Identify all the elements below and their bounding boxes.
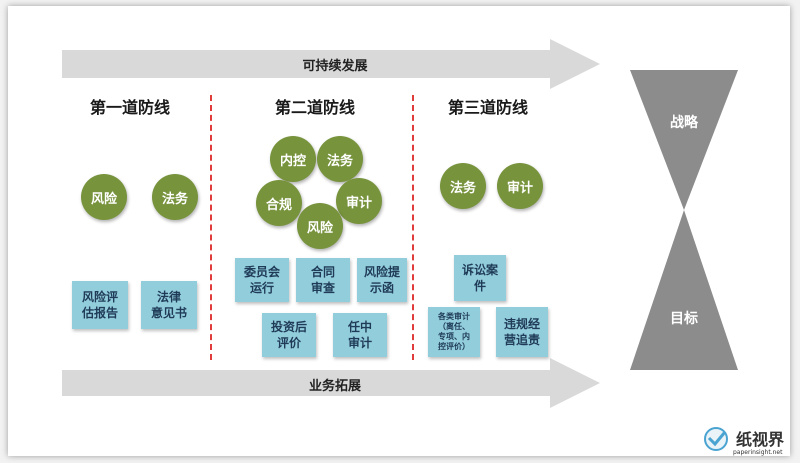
watermark-url: paperinsight.net	[733, 449, 783, 456]
top-arrow	[62, 39, 600, 89]
line-2-title: 第二道防线	[274, 98, 355, 117]
line-3-circle-audit: 审计	[497, 163, 543, 209]
hourglass-top	[630, 70, 738, 210]
line-2-circle-compliance: 合规	[256, 180, 302, 226]
line-1-circle-legal: 法务	[152, 174, 198, 220]
line-2-box-risk-notice: 风险提 示函	[357, 258, 407, 302]
bottom-arrow	[62, 358, 600, 408]
line-2-box-post-investment: 投资后 评价	[262, 313, 316, 357]
line-3-circle-legal: 法务	[440, 163, 486, 209]
line-3-box-litigation: 诉讼案 件	[454, 255, 506, 301]
line-1-box-risk-report: 风险评 估报告	[72, 281, 128, 329]
bottom-arrow-label: 业务拓展	[308, 379, 361, 394]
line-1-title: 第一道防线	[89, 98, 170, 117]
watermark-logo-icon	[704, 427, 728, 451]
line-3-box-violation-accountability: 违规经 营追责	[496, 307, 548, 357]
line-3-title: 第三道防线	[447, 98, 528, 117]
hourglass-bottom	[630, 210, 738, 370]
line-1-box-legal-opinion: 法律 意见书	[141, 281, 197, 329]
line-3-box-various-audits: 各类审计 （离任、 专项、内 控评价）	[428, 307, 480, 357]
line-2-box-committee: 委员会 运行	[235, 258, 289, 302]
top-arrow-label: 可持续发展	[302, 59, 368, 74]
line-2-circle-internal-control: 内控	[270, 136, 316, 182]
line-2-circle-risk: 风险	[297, 203, 343, 249]
divider-1	[210, 95, 212, 360]
hourglass-top-label: 战略	[670, 115, 698, 131]
watermark-text: 纸视界	[736, 430, 785, 449]
line-2-circle-legal: 法务	[317, 136, 363, 182]
line-2-box-contract-review: 合同 审查	[296, 258, 350, 302]
line-2-circle-audit: 审计	[336, 178, 382, 224]
line-2-box-tenure-audit: 任中 审计	[333, 313, 387, 357]
hourglass-bottom-label: 目标	[670, 311, 698, 327]
divider-2	[412, 95, 414, 360]
line-1-circle-risk: 风险	[81, 174, 127, 220]
